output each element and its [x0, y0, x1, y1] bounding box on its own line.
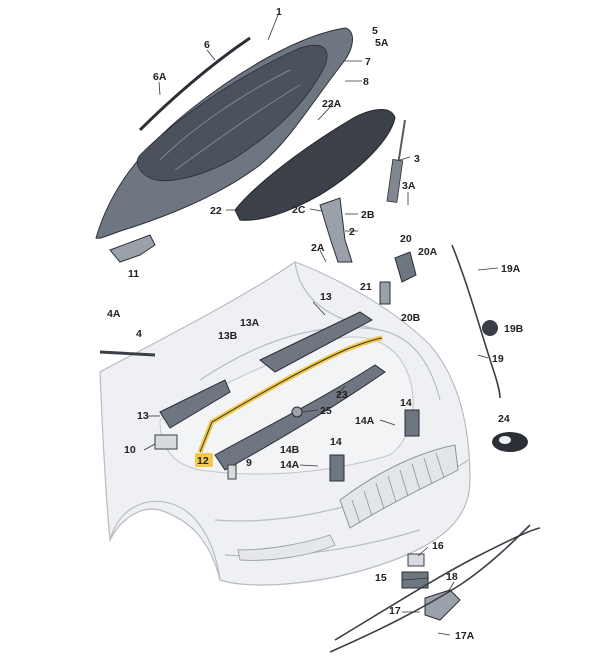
clip-part-25: [291, 406, 303, 418]
callout-8: 8: [363, 76, 369, 88]
callout-3: 3: [414, 153, 420, 165]
callout-2: 2: [349, 226, 355, 238]
seal-outline: [199, 337, 383, 453]
callout-11: 11: [128, 268, 139, 280]
callout-17: 17: [389, 605, 401, 617]
callout-2A: 2A: [311, 242, 325, 254]
callout-14A-right: 14A: [355, 415, 375, 427]
callout-7: 7: [365, 56, 371, 68]
callout-20B: 20B: [401, 312, 421, 324]
callout-23: 23: [336, 389, 348, 401]
callout-24: 24: [498, 413, 510, 425]
grille-slats: [351, 452, 445, 524]
insulation-mat-part-22: [234, 109, 396, 221]
callout-10: 10: [124, 444, 136, 456]
callout-22: 22: [210, 205, 222, 217]
callout-21: 21: [360, 281, 372, 293]
seal-strip-part-6: [138, 36, 251, 132]
callout-12: 12: [197, 455, 209, 467]
bumper-part-9: [227, 464, 237, 480]
release-cable-part-19: [451, 244, 501, 399]
tape-roll-part-24: [492, 432, 528, 452]
callout-20A: 20A: [418, 246, 438, 258]
callout-14A-center: 14A: [280, 459, 300, 471]
callout-labels: 1 2 2A 2B 2C 3 3A 4 4A 5 5A 6 6A 7 8 9 1…: [107, 6, 524, 642]
lock-part-14-center: [329, 454, 345, 482]
callout-5: 5: [372, 25, 378, 37]
gas-strut-part-3: [386, 119, 406, 203]
callout-19: 19: [492, 353, 504, 365]
lock-part-14-right: [404, 409, 420, 437]
callout-19A: 19A: [501, 263, 521, 275]
latch-part-21: [379, 281, 391, 305]
callout-22A: 22A: [322, 98, 342, 110]
cowl-panel-part-13-left: [159, 379, 231, 429]
hinge-part-2: [319, 197, 353, 263]
bracket-part-11: [109, 234, 156, 263]
callout-14-right: 14: [400, 397, 412, 409]
callout-3A: 3A: [402, 180, 416, 192]
callout-17A: 17A: [455, 630, 475, 642]
callout-9: 9: [246, 457, 252, 469]
leader-lines: [143, 14, 499, 636]
cover-part-10: [154, 434, 178, 450]
callout-13-left: 13: [137, 410, 149, 422]
cowl-panel-part-13-right: [259, 311, 373, 373]
callout-6: 6: [204, 39, 210, 51]
callout-6A: 6A: [153, 71, 167, 83]
trim-part-23: [214, 364, 386, 471]
callout-2C: 2C: [292, 204, 306, 216]
callout-19B: 19B: [504, 323, 524, 335]
rod-part-4: [99, 350, 156, 357]
callout-14B: 14B: [280, 444, 300, 456]
callout-20: 20: [400, 233, 412, 245]
bonnet-part-1: [95, 27, 353, 239]
callout-15: 15: [375, 572, 387, 584]
callout-1: 1: [276, 6, 282, 18]
callout-13-top: 13: [320, 291, 332, 303]
callout-4A: 4A: [107, 308, 121, 320]
label-12-highlight: [195, 453, 213, 467]
release-lever-assembly: [329, 524, 541, 653]
callout-2B: 2B: [361, 209, 375, 221]
callout-13A: 13A: [240, 317, 260, 329]
callout-13B: 13B: [218, 330, 238, 342]
callout-16: 16: [432, 540, 444, 552]
lock-part-20: [394, 251, 417, 283]
callout-18: 18: [446, 571, 458, 583]
callout-5A: 5A: [375, 37, 389, 49]
callout-14-center: 14: [330, 436, 342, 448]
callout-25: 25: [320, 405, 332, 417]
callout-4: 4: [136, 328, 142, 340]
